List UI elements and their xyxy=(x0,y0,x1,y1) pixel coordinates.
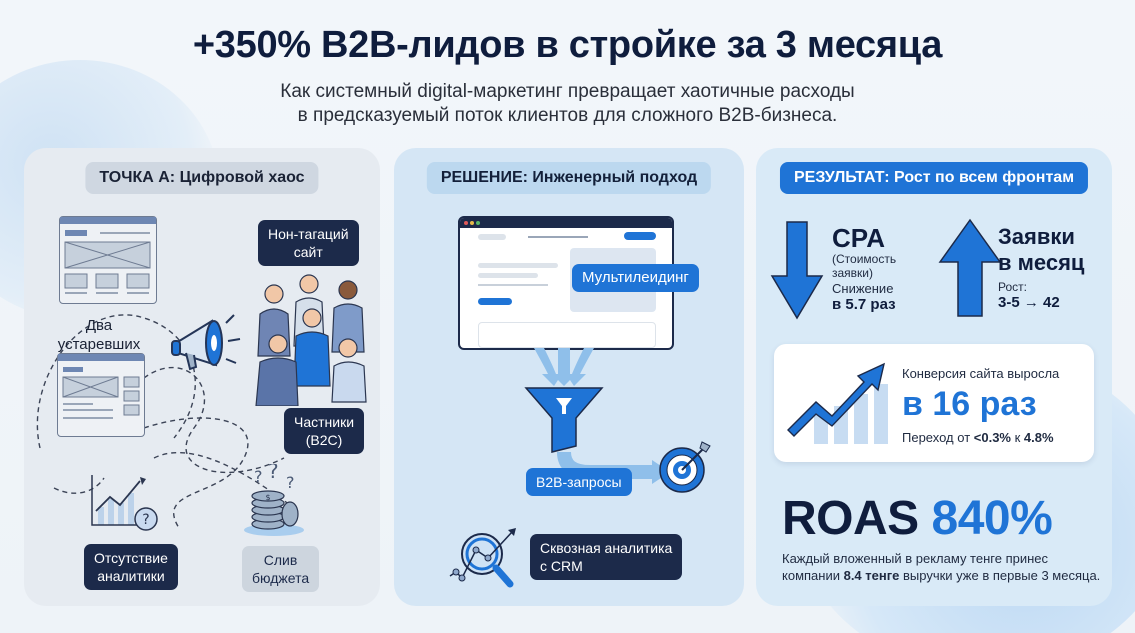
old-website-wireframe-2 xyxy=(57,353,145,437)
roas-headline: ROAS 840% xyxy=(782,492,1102,546)
conversion-value: в 16 раз xyxy=(902,385,1037,423)
roas-label: ROAS xyxy=(782,492,919,545)
tag-multilanding: Мультилеидинг xyxy=(572,264,699,292)
tag-non-target-site: Нон-тагаций сайт xyxy=(258,220,359,266)
roas-desc-bold: 8.4 тенге xyxy=(843,568,900,583)
tag-line: Частники xyxy=(294,414,355,430)
tag-no-analytics: Отсутствие аналитики xyxy=(84,544,178,590)
panel-point-a: ТОЧКА А: Цифровой хаос Два устаревших са… xyxy=(24,148,380,606)
cpa-change-value: в 5.7 раз xyxy=(832,296,896,313)
arrow-down-icon xyxy=(770,221,824,320)
tag-b2b-requests: B2B-запросы xyxy=(526,468,632,496)
leads-change-label: Рост: xyxy=(998,280,1027,294)
roas-description: Каждый вложенный в рекламу тенге принес … xyxy=(782,550,1102,584)
cta-button-mock xyxy=(624,232,656,240)
tag-line: Нон-тагаций xyxy=(268,226,349,242)
tag-line: Слив xyxy=(263,552,298,568)
wireframe-layout-icon xyxy=(62,367,140,419)
tag-line: (B2C) xyxy=(305,432,343,448)
tag-line: сайт xyxy=(293,244,323,260)
page-title: +350% B2B-лидов в стройке за 3 месяца xyxy=(192,24,943,66)
people-group-icon xyxy=(255,274,367,406)
roas-desc-text: выручки уже в первые 3 месяца. xyxy=(899,568,1101,583)
tag-line: с CRM xyxy=(540,558,583,574)
cpa-subtitle: (Стоимость xyxy=(832,252,897,266)
tag-line: аналитики xyxy=(97,568,165,584)
conversion-detail-text: Переход от xyxy=(902,430,974,445)
leads-metric: Заявки в месяц Рост: 3-5 → 42 xyxy=(998,224,1084,312)
tag-line: бюджета xyxy=(252,570,310,586)
roas-value: 840% xyxy=(931,492,1053,545)
cpa-change-label: Снижение xyxy=(832,281,894,296)
wireframe-layout-icon xyxy=(64,230,151,294)
leads-title: Заявки xyxy=(998,224,1075,249)
panel-a-heading: ТОЧКА А: Цифровой хаос xyxy=(85,162,319,194)
tag-end-to-end-analytics: Сквозная аналитика с CRM xyxy=(530,534,683,580)
cpa-metric: CPA (Стоимость заявки) Снижение в 5.7 ра… xyxy=(832,224,896,314)
svg-text:?: ? xyxy=(142,512,149,528)
conversion-detail: Переход от <0.3% к 4.8% xyxy=(902,430,1054,445)
tag-private-b2c: Частники (B2C) xyxy=(284,408,365,454)
svg-text:?: ? xyxy=(268,464,279,483)
svg-text:?: ? xyxy=(286,473,295,492)
leads-change-value: 3-5 → 42 xyxy=(998,294,1060,311)
target-icon xyxy=(659,441,711,493)
panel-c-heading: РЕЗУЛЬТАТ: Рост по всем фронтам xyxy=(779,162,1089,194)
conversion-to: 4.8% xyxy=(1023,430,1054,445)
subtitle-line: Как системный digital-маркетинг превраща… xyxy=(280,81,855,102)
conversion-detail-text: к xyxy=(1011,430,1024,445)
panel-solution: РЕШЕНИЕ: Инженерный подход Мультилеидинг xyxy=(394,148,744,606)
arrow-up-icon xyxy=(938,218,1002,317)
roas-desc-text: Каждый вложенный в рекламу тенге принес … xyxy=(782,551,1049,583)
tag-line: Отсутствие xyxy=(94,550,168,566)
roas-metric: ROAS 840% Каждый вложенный в рекламу тен… xyxy=(782,492,1102,584)
tag-line: Сквозная аналитика xyxy=(540,540,673,556)
panel-result: РЕЗУЛЬТАТ: Рост по всем фронтам CPA (Сто… xyxy=(756,148,1112,606)
conversion-card: Конверсия сайта выросла в 16 раз Переход… xyxy=(774,344,1094,462)
conversion-from: <0.3% xyxy=(973,430,1011,445)
page-subtitle: Как системный digital-маркетинг превраща… xyxy=(0,80,1135,128)
subtitle-line: в предсказуемый поток клиентов для сложн… xyxy=(297,105,838,126)
browser-titlebar xyxy=(460,218,672,228)
megaphone-icon xyxy=(171,314,241,371)
svg-text:$: $ xyxy=(265,493,270,502)
cpa-title: CPA xyxy=(832,223,885,253)
chart-question-icon: ? xyxy=(91,475,158,531)
leads-title: в месяц xyxy=(998,250,1085,275)
magnifier-analytics-icon xyxy=(449,528,516,588)
panel-b-heading: РЕШЕНИЕ: Инженерный подход xyxy=(426,162,712,194)
growth-chart-icon xyxy=(787,362,888,444)
svg-text:?: ? xyxy=(254,467,263,486)
conversion-label: Конверсия сайта выросла xyxy=(902,366,1060,381)
cpa-subtitle: заявки) xyxy=(832,266,873,280)
old-website-wireframe-1 xyxy=(59,216,157,304)
tag-budget-waste: Слив бюджета xyxy=(242,546,320,592)
coins-budget-leak-icon: ? ? ? $ xyxy=(244,464,304,536)
